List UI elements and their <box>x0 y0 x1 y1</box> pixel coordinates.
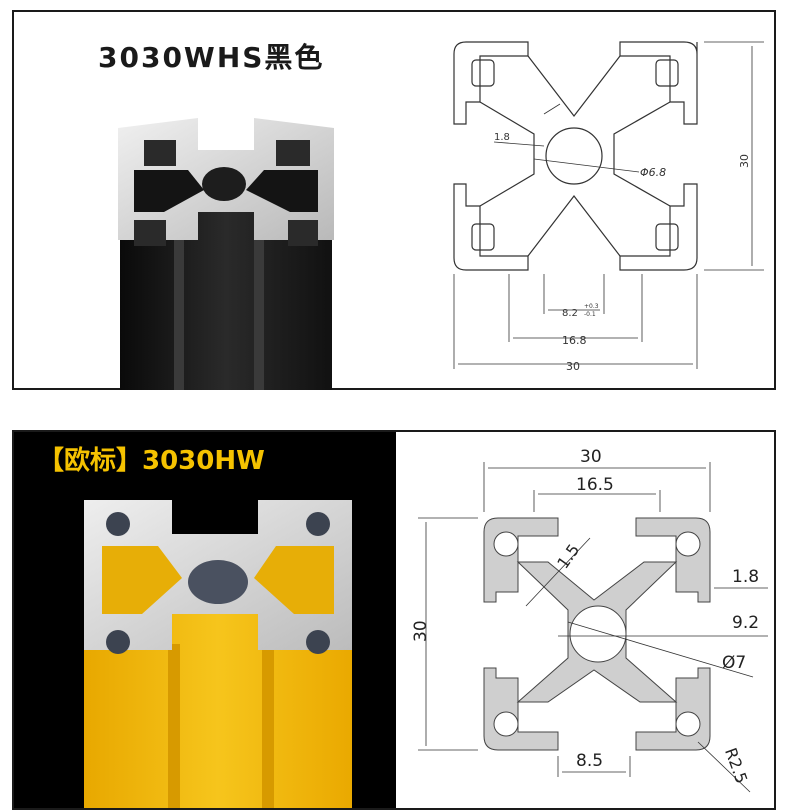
black-profile-image <box>118 118 334 390</box>
top-dim-8-2-tol-up: +0.3 <box>584 303 599 310</box>
bottom-product-title: 【欧标】3030HW <box>38 446 265 476</box>
top-dim-8-2: 8.2 <box>562 308 578 319</box>
bottom-technical-drawing: 30 16.5 1.5 1.8 9.2 Ø7 30 8.5 R2.5 <box>411 447 768 793</box>
bottom-dim-1-5: 1.5 <box>553 540 583 572</box>
bottom-dim-phi-7: Ø7 <box>722 653 746 673</box>
bottom-dim-30-top: 30 <box>580 447 602 467</box>
top-dim-16-8: 16.8 <box>562 334 587 347</box>
bottom-dim-30-vertical: 30 <box>411 620 431 642</box>
top-dim-8-2-tol-down: -0.1 <box>584 311 596 318</box>
bottom-dim-1-8: 1.8 <box>732 567 759 587</box>
top-product-title: 3030WHS黑色 <box>98 41 325 74</box>
yellow-profile-image <box>84 500 352 808</box>
bottom-dim-r-2-5: R2.5 <box>721 745 751 786</box>
bottom-drawing-area: 30 16.5 1.5 1.8 9.2 Ø7 30 8.5 R2.5 <box>398 432 774 808</box>
top-dim-phi-6-8: Φ6.8 <box>640 166 666 179</box>
bottom-dim-16-5: 16.5 <box>576 475 614 495</box>
top-technical-drawing: 1.8 Φ6.8 30 8.2 +0.3 -0.1 16.8 30 <box>453 41 764 373</box>
top-dim-1-8: 1.8 <box>494 132 510 143</box>
top-dim-30-vertical: 30 <box>738 154 751 168</box>
bottom-dim-8-5: 8.5 <box>576 751 603 771</box>
yellow-profile-photo-area: 【欧标】3030HW <box>14 432 396 808</box>
top-dim-30-horizontal: 30 <box>566 360 580 373</box>
bottom-dim-9-2: 9.2 <box>732 613 759 633</box>
bottom-product-panel: 【欧标】3030HW <box>12 430 776 810</box>
top-product-panel: 3030WHS黑色 <box>12 10 776 390</box>
